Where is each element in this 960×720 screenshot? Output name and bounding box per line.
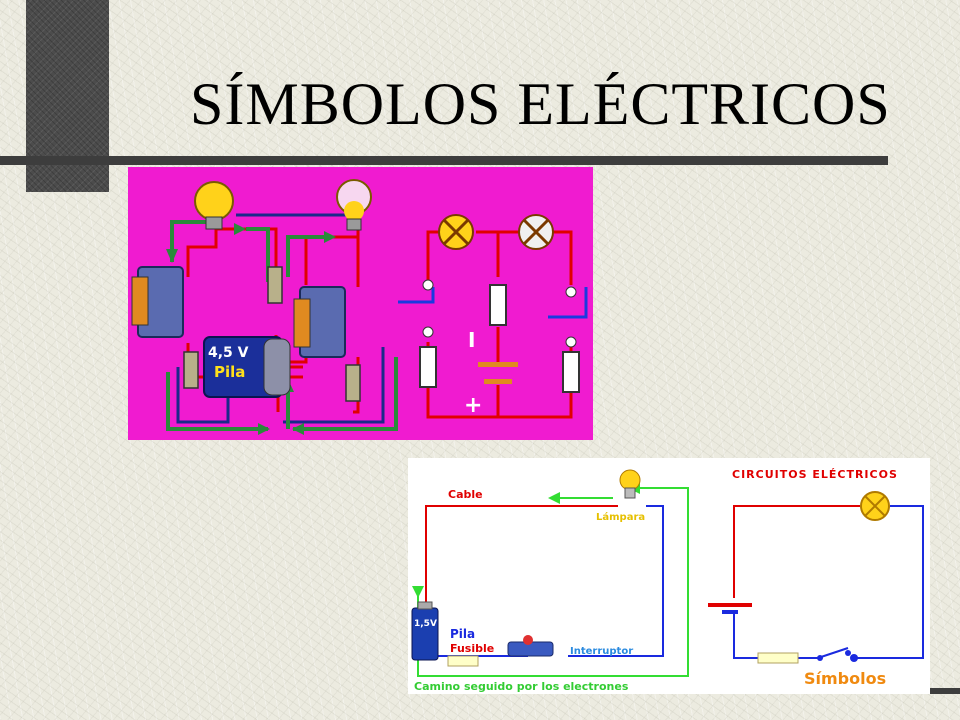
plus-sign: + — [464, 393, 482, 418]
cable-label: Cable — [448, 488, 483, 501]
circuit-illustration-2: 1,5V Cable Lámpara Pila Fusible Interrup… — [408, 458, 930, 694]
battery-voltage-label: 4,5 V — [208, 345, 249, 361]
circuits-heading: CIRCUITOS ELÉCTRICOS — [732, 468, 898, 481]
decorative-bottom-bar — [925, 688, 960, 694]
title-underline-bar — [0, 156, 888, 165]
pila-label: Pila — [450, 627, 475, 641]
battery-voltage-label-2: 1,5V — [414, 619, 437, 629]
minus-sign: I — [468, 328, 475, 352]
symbols-label: Símbolos — [804, 669, 886, 688]
electron-path-label: Camino seguido por los electrones — [414, 680, 629, 693]
circuit-illustration-1: 4,5 V Pila I + — [128, 167, 593, 440]
lamp-label: Lámpara — [596, 511, 645, 523]
switch-label: Interruptor — [570, 646, 633, 657]
fusible-label: Fusible — [450, 642, 494, 655]
slide-title: SÍMBOLOS ELÉCTRICOS — [190, 71, 891, 137]
battery-name-label: Pila — [214, 363, 245, 381]
